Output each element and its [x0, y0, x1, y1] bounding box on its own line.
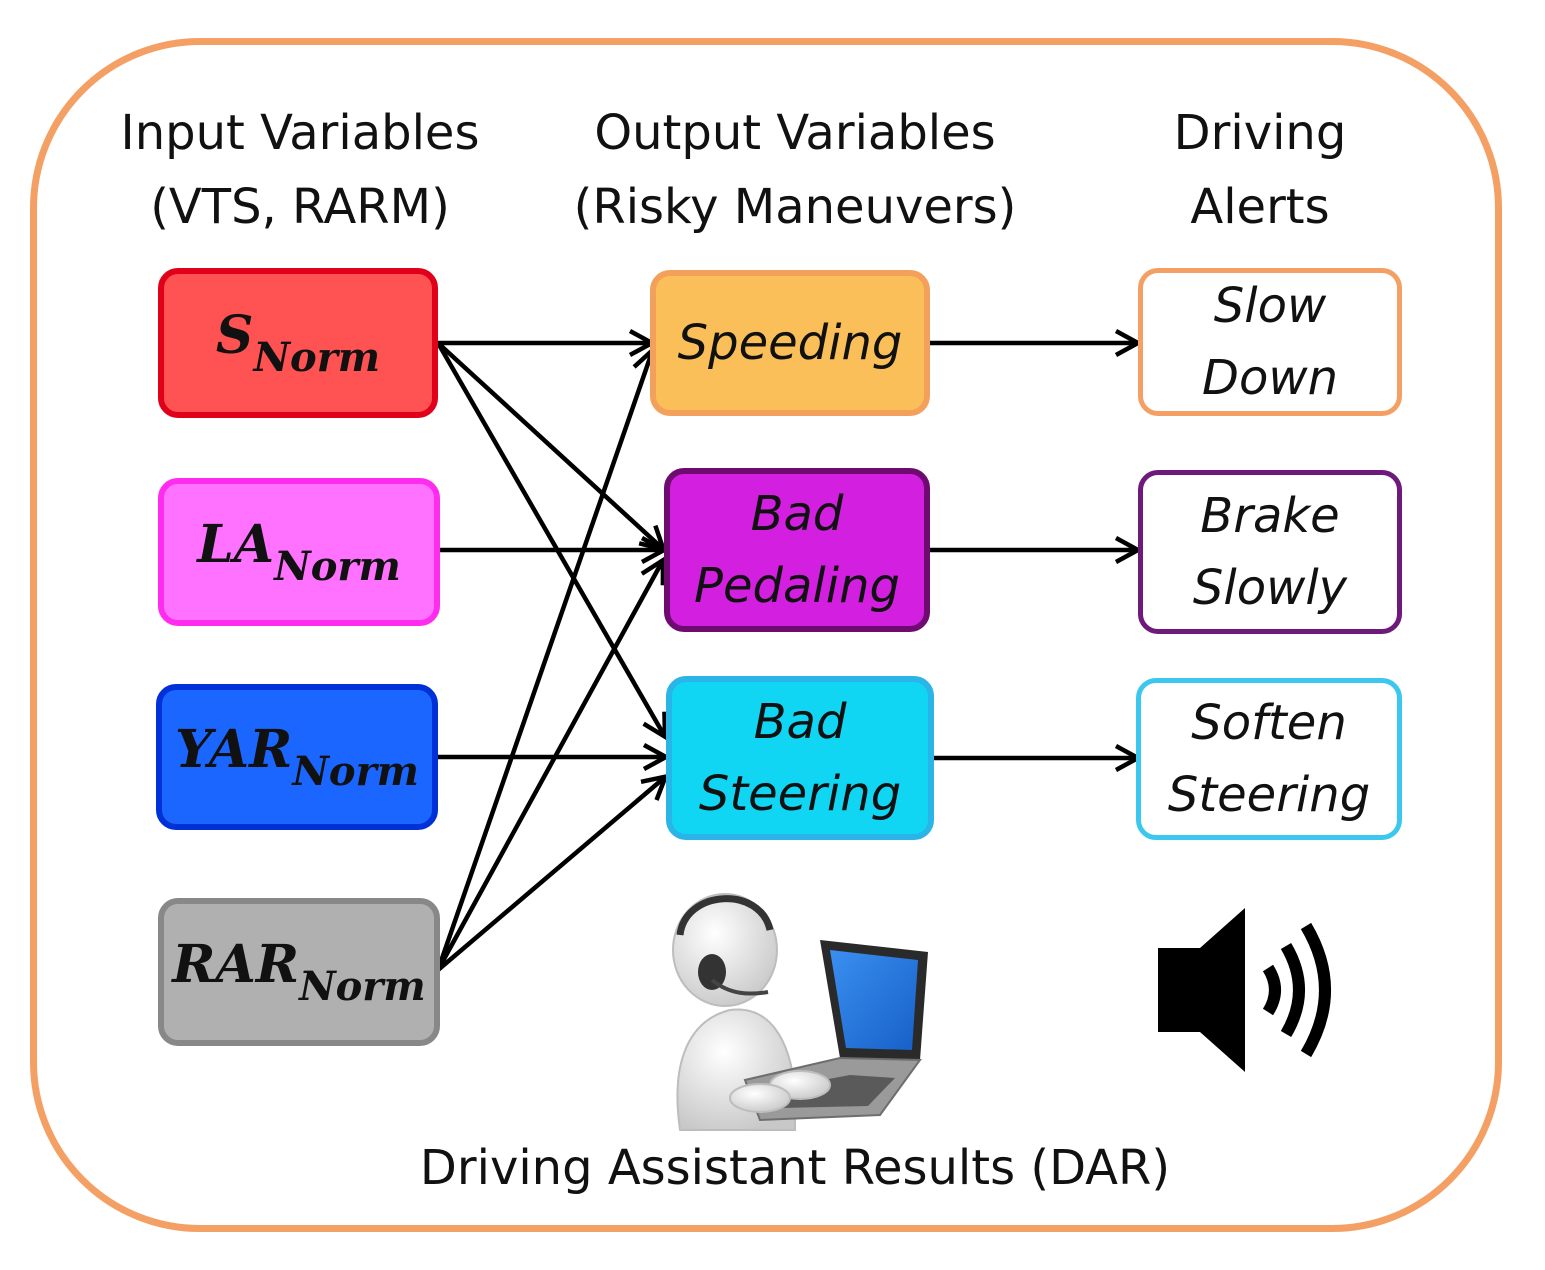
- input-label: RARNorm: [172, 934, 426, 1010]
- input-label: LANorm: [197, 514, 401, 590]
- arrow-rar-steering: [436, 778, 664, 972]
- arrow-rar-speeding: [435, 352, 652, 971]
- input-header-line1: Input Variables: [120, 105, 480, 161]
- input-box-yar-norm: YARNorm: [156, 684, 438, 830]
- arrow-s-steering: [436, 341, 664, 735]
- input-label: SNorm: [215, 305, 381, 381]
- input-box-rar-norm: RARNorm: [158, 898, 440, 1046]
- output-variables-header: Output Variables (Risky Maneuvers): [560, 96, 1030, 244]
- output-header-line2: (Risky Maneuvers): [573, 179, 1017, 235]
- headset-person-laptop-icon: [672, 893, 928, 1131]
- input-box-la-norm: LANorm: [158, 478, 440, 626]
- driving-alerts-header: Driving Alerts: [1130, 96, 1390, 244]
- input-variables-header: Input Variables (VTS, RARM): [100, 96, 500, 244]
- alerts-header-line2: Alerts: [1190, 179, 1330, 235]
- input-box-s-norm: SNorm: [158, 268, 438, 418]
- alerts-header-line1: Driving: [1173, 105, 1347, 161]
- footer-caption: Driving Assistant Results (DAR): [419, 1140, 1171, 1196]
- input-header-line2: (VTS, RARM): [150, 179, 450, 235]
- arrow-rar-pedaling: [436, 562, 662, 972]
- output-label: Speeding: [677, 315, 903, 371]
- output-box-speeding: Speeding: [650, 270, 930, 416]
- speaker-sound-icon: [1158, 908, 1331, 1072]
- arrow-s-pedaling: [436, 341, 662, 548]
- output-header-line1: Output Variables: [594, 105, 996, 161]
- input-label: YARNorm: [175, 719, 419, 795]
